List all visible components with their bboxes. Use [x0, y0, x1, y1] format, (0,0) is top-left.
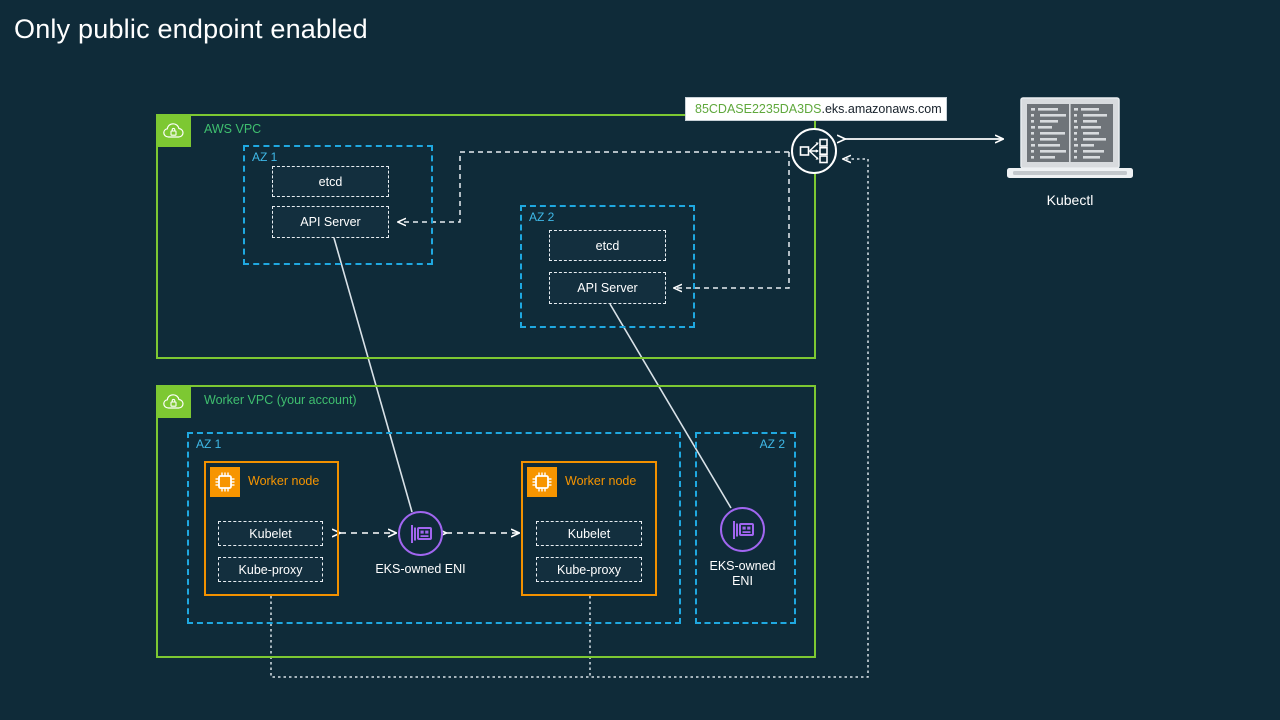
kube-proxy-box-1: Kube-proxy — [218, 557, 323, 582]
endpoint-distribution-icon[interactable] — [791, 128, 837, 174]
edge-endpoint-to-az1-apiserver — [398, 151, 789, 222]
network-interface-icon[interactable] — [720, 507, 765, 552]
az-label: AZ 2 — [759, 437, 785, 451]
az-label: AZ 1 — [252, 150, 278, 164]
cpu-chip-icon — [210, 467, 240, 497]
worker-node-label: Worker node — [248, 474, 320, 488]
eni-2-label-line-1: EKS-owned — [709, 559, 776, 573]
kubelet-box-1: Kubelet — [218, 521, 323, 546]
laptop-icon — [1005, 96, 1135, 186]
page-title: Only public endpoint enabled — [14, 14, 368, 44]
etcd-box-az2: etcd — [549, 230, 666, 261]
worker-vpc-container: Worker VPC (your account) — [156, 385, 816, 658]
az-label: AZ 2 — [529, 210, 555, 224]
aws-vpc-az-1: AZ 1 — [243, 145, 433, 265]
cpu-chip-icon — [527, 467, 557, 497]
edge-az1-apiserver-to-eni-1 — [333, 237, 413, 513]
kubelet-box-2: Kubelet — [536, 521, 642, 546]
endpoint-domain-text: .eks.amazonaws.com — [821, 102, 942, 116]
cluster-endpoint-label: 85CDASE2235DA3DS.eks.amazonaws.com — [685, 97, 947, 121]
az-label: AZ 1 — [196, 437, 222, 451]
worker-vpc-label: Worker VPC (your account) — [204, 393, 357, 407]
kubectl-label: Kubectl — [1046, 192, 1094, 208]
aws-vpc-container: AWS VPC — [156, 114, 816, 359]
api-server-box-az1: API Server — [272, 206, 389, 238]
vpc-cloud-lock-icon — [157, 115, 191, 147]
worker-node-1: Worker node — [204, 461, 339, 596]
api-server-box-az2: API Server — [549, 272, 666, 304]
endpoint-id-text: 85CDASE2235DA3DS — [695, 102, 822, 116]
etcd-box-az1: etcd — [272, 166, 389, 197]
eni-2-label-line-2: ENI — [732, 574, 753, 588]
worker-vpc-az-1: AZ 1 — [187, 432, 681, 624]
eni-1-label: EKS-owned ENI — [375, 562, 466, 576]
worker-node-label: Worker node — [565, 474, 637, 488]
edge-endpoint-to-az2-apiserver — [674, 152, 790, 288]
aws-vpc-az-2: AZ 2 — [520, 205, 695, 328]
vpc-cloud-lock-icon — [157, 386, 191, 418]
network-interface-icon[interactable] — [398, 511, 443, 556]
edge-az2-apiserver-to-eni-2 — [609, 303, 732, 509]
kube-proxy-box-2: Kube-proxy — [536, 557, 642, 582]
eni-2-label: EKS-owned ENI — [690, 559, 795, 589]
aws-vpc-label: AWS VPC — [204, 122, 262, 136]
worker-node-2: Worker node — [521, 461, 657, 596]
worker-vpc-az-2: AZ 2 — [695, 432, 796, 624]
edge-workers-to-endpoint — [270, 159, 869, 678]
